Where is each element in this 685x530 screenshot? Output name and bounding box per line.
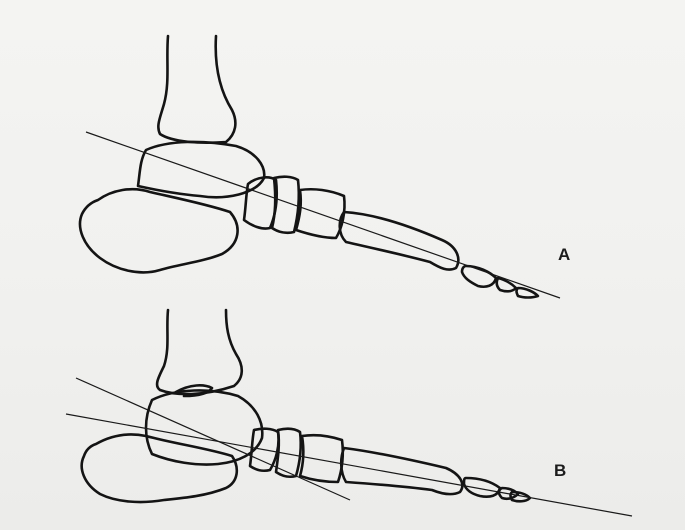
panel-a-calcaneus: [80, 189, 238, 272]
panel-a-tibia: [158, 36, 235, 143]
panel-a-talus: [138, 142, 264, 197]
panel-b-label: B: [554, 461, 566, 481]
panel-b-calcaneus: [82, 434, 237, 502]
panel-b-cuneiform-2: [300, 435, 343, 482]
panel-b-phalanx-proximal: [464, 478, 500, 497]
panel-b-tibia: [157, 310, 242, 394]
panel-a-metatarsal: [340, 212, 459, 270]
panel-a-foot: [80, 36, 560, 298]
panel-b-metatarsal: [341, 448, 462, 494]
panel-b-foot: [66, 310, 632, 516]
panel-a-label: A: [558, 245, 570, 265]
panel-b-talar-axis-line: [76, 378, 350, 500]
panel-a-phalanx-middle: [497, 278, 516, 291]
panel-a-axis-line: [86, 132, 560, 298]
